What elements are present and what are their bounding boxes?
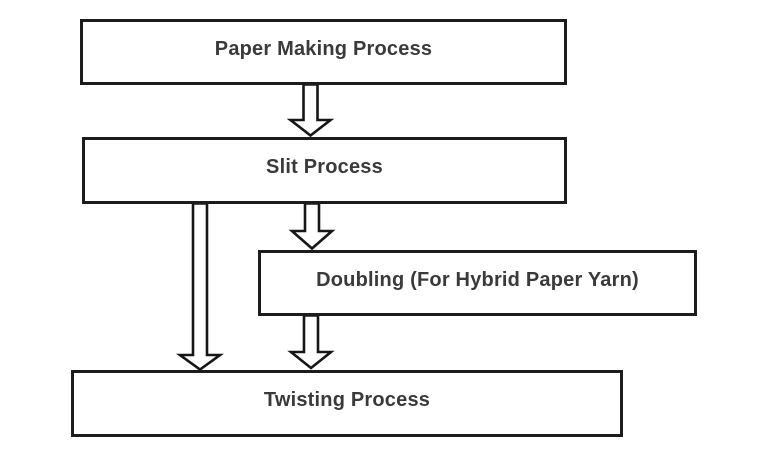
arrow-doubling-to-twisting [287,314,335,370]
arrow-paper-to-slit [286,83,335,138]
node-doubling: Doubling (For Hybrid Paper Yarn) [258,250,697,316]
node-paper-making-process: Paper Making Process [80,19,567,85]
node-label: Twisting Process [263,389,431,411]
arrow-slit-to-doubling [288,202,336,251]
node-slit-process: Slit Process [82,137,567,204]
arrow-slit-to-twisting [175,202,225,372]
node-label: Paper Making Process [214,37,433,60]
node-label: Doubling (For Hybrid Paper Yarn) [316,268,639,291]
node-twisting-process: Twisting Process [71,370,623,437]
node-label: Slit Process [266,156,383,178]
